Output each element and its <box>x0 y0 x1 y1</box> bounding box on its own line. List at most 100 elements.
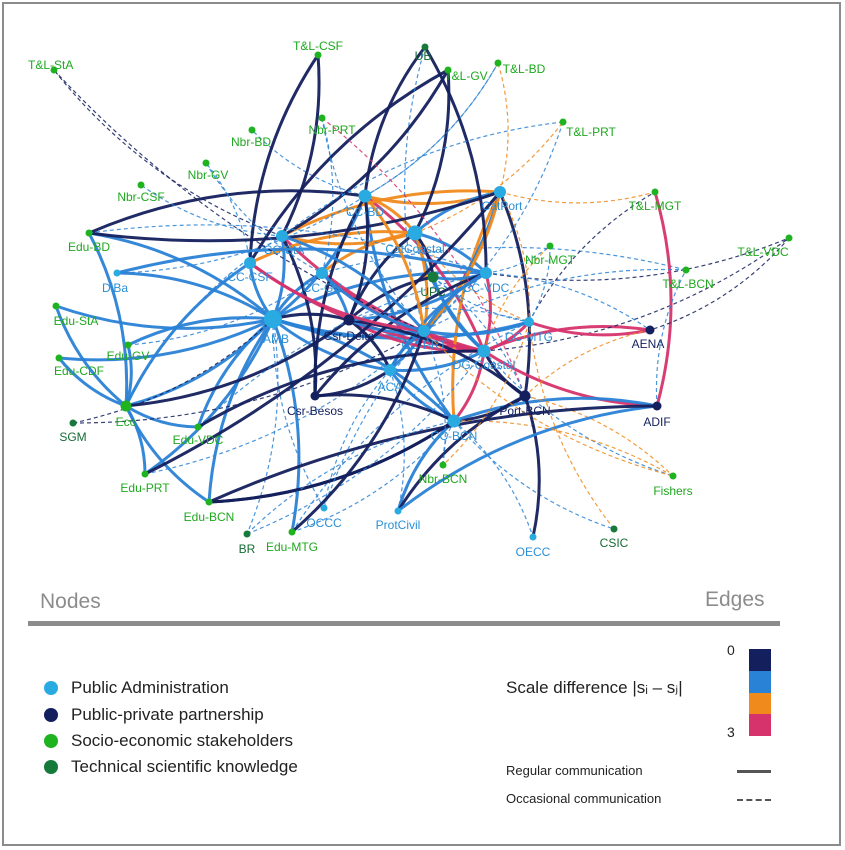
edge-ub-to-cc-prt <box>404 46 426 332</box>
node-label-nbr-prt: Nbr-PRT <box>308 123 356 137</box>
edge-cc-mtg-to-tandl-mgt <box>528 191 656 323</box>
node-csr-besos <box>310 391 320 401</box>
node-label-tandl-bd: T&L-BD <box>503 62 546 76</box>
edge-cc-bd-to-cc-prt <box>363 195 426 332</box>
legend-dot-public-administration <box>44 681 58 695</box>
node-nbr-bcn <box>439 461 447 469</box>
edge-tandl-csf-to-cc-csf <box>248 54 320 264</box>
edge-cc-bcn-to-edu-bcn <box>208 419 455 504</box>
edge-amb-to-edu-gv <box>127 316 274 347</box>
edge-amb-to-occc <box>272 318 325 509</box>
node-oecc <box>529 533 537 541</box>
node-label-cc-prt: CC-PRT <box>401 338 447 352</box>
node-edu-vdc <box>194 423 202 431</box>
node-label-edu-bcn: Edu-BCN <box>184 510 235 524</box>
edge-amb-to-edu-mtg <box>271 318 301 533</box>
edge-edu-gv-to-cc-gv <box>127 272 323 346</box>
node-label-edu-prt: Edu-PRT <box>120 481 170 495</box>
edge-cc-bcn-to-csr-besos <box>314 393 455 423</box>
node-label-aena: AENA <box>632 337 665 351</box>
edge-dg-coastal-to-cc-bcn <box>452 350 486 422</box>
edge-catport-to-tandl-bd <box>497 62 509 193</box>
edge-cc-sta-to-catport <box>281 189 501 238</box>
edge-catport-to-port-bcn <box>498 191 532 397</box>
node-protcivil <box>394 507 402 515</box>
node-tandl-sta <box>50 66 58 74</box>
edge-aca-to-protcivil <box>389 369 405 512</box>
edge-dg-coastal-to-fishers <box>483 350 674 477</box>
node-label-occc: OCCC <box>306 516 342 530</box>
edge-tandl-bd-to-cc-bd <box>364 62 499 197</box>
occasional-line-sample <box>737 799 771 801</box>
edge-cc-vdc-to-nbr-mgt <box>485 245 551 274</box>
scale-color-2 <box>749 692 771 715</box>
edge-dg-coastal-to-aena <box>483 325 651 353</box>
node-label-csr-delta: Csr-Delta <box>324 329 375 343</box>
node-label-oecc: OECC <box>516 545 551 559</box>
node-label-tandl-gv: T&L-GV <box>444 69 487 83</box>
node-label-ub: UB <box>415 49 432 63</box>
edge-occc-to-cc-vdc <box>323 272 487 509</box>
node-cc-bcn <box>447 414 461 428</box>
edge-edu-mtg-to-cc-mtg <box>291 321 530 533</box>
edge-port-bcn-to-oecc <box>523 395 541 538</box>
node-label-nbr-bd: Nbr-BD <box>231 135 271 149</box>
edge-cc-mtg-to-nbr-mgt <box>528 245 551 323</box>
nodes-legend-title: Nodes <box>40 590 101 613</box>
node-label-tandl-vdc: T&L-VDC <box>737 245 789 259</box>
edge-cc-gv-to-tandl-bcn <box>321 246 687 274</box>
node-cc-csf <box>244 257 256 269</box>
node-catcoastal <box>407 225 423 241</box>
node-fishers <box>669 472 677 480</box>
node-label-cc-mtg: CC-MTG <box>505 330 553 344</box>
scale-color-bar <box>749 649 771 736</box>
node-label-edu-vdc: Edu-VDC <box>173 433 224 447</box>
node-nbr-prt <box>318 114 326 122</box>
edge-cc-vdc-to-aena <box>485 272 651 331</box>
edge-cc-bcn-to-adif <box>453 396 658 423</box>
node-label-nbr-bcn: Nbr-BCN <box>419 472 468 486</box>
edge-tandl-sta-to-cc-prt <box>53 69 425 332</box>
edge-sgm-to-cc-prt <box>72 330 425 424</box>
edge-port-bcn-to-protcivil <box>396 394 526 512</box>
node-edu-bd <box>85 229 93 237</box>
legend-dot-technical-scientific <box>44 760 58 774</box>
node-edu-cdf <box>55 354 63 362</box>
node-cc-gv <box>316 267 328 279</box>
edge-cc-bcn-to-csic <box>453 420 615 530</box>
node-upc <box>427 271 439 283</box>
scale-color-3 <box>749 714 771 736</box>
edge-cc-csf-to-cc-prt <box>249 261 425 333</box>
edge-tandl-vdc-to-aena <box>649 237 790 331</box>
edge-cc-prt-to-cc-mtg <box>423 320 530 337</box>
edge-edu-prt-to-catport <box>144 191 502 476</box>
scale-color-0 <box>749 649 771 671</box>
node-cc-bd <box>358 189 372 203</box>
node-label-cc-csf: CC-CSF <box>227 270 272 284</box>
edge-nbr-bcn-to-cc-prt <box>423 330 446 466</box>
node-edu-mtg <box>288 528 296 536</box>
node-label-upc: UPC <box>420 285 446 299</box>
edge-cc-bd-to-ub <box>363 46 427 197</box>
legend-label-public-private-partnership: Public-private partnership <box>71 705 264 724</box>
edge-amb-to-sgm <box>72 318 274 424</box>
edge-edu-bcn-to-adif <box>208 404 658 504</box>
legend-socio-economic: Socio-economic stakeholders <box>44 730 293 752</box>
node-nbr-gv <box>202 159 210 167</box>
edge-tandl-prt-to-cc-prt <box>423 121 564 332</box>
edge-ub-to-cc-vdc <box>423 46 488 274</box>
node-aena <box>645 325 655 335</box>
node-label-fishers: Fishers <box>653 484 692 498</box>
node-label-edu-cdf: Edu-CDF <box>54 364 104 378</box>
edge-cc-csf-to-tandl-gv <box>248 68 449 264</box>
edge-nbr-prt-to-port-bcn <box>321 117 526 397</box>
node-edu-prt <box>141 470 149 478</box>
node-sgm <box>69 419 77 427</box>
edge-tandl-mgt-to-adif <box>653 191 673 407</box>
edge-cc-gv-to-cc-prt <box>320 271 425 333</box>
node-diba <box>113 269 121 277</box>
node-label-amb: AMB <box>263 332 289 346</box>
edge-port-bcn-to-fishers <box>524 395 674 477</box>
edge-cc-mtg-to-aena <box>528 320 651 337</box>
